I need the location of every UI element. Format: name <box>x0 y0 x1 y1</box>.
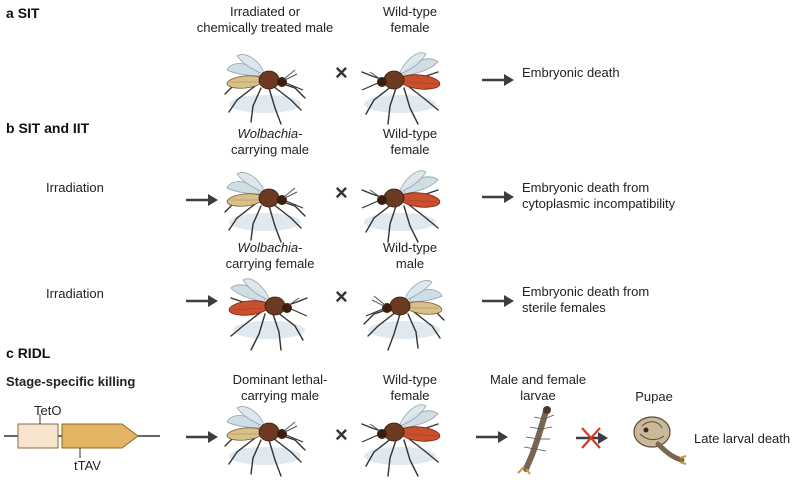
row-a-male-label: Irradiated or chemically treated male <box>196 4 334 35</box>
row-b2-male-mosquito <box>363 279 445 351</box>
row-a-female-label: Wild-type female <box>382 4 438 35</box>
row-b1-female-label: Wild-type female <box>382 126 438 157</box>
row-b2-female-mosquito <box>227 278 308 351</box>
section-a-title: SIT <box>17 5 40 21</box>
row-a-arrow-icon <box>480 72 516 88</box>
section-b-heading: b SIT and IIT <box>6 120 89 136</box>
row-b2-treatment: Irradiation <box>46 286 104 301</box>
row-c-cross-symbol: × <box>335 422 348 447</box>
ttav-arrow-box <box>61 423 139 449</box>
section-b-letter: b <box>6 120 15 136</box>
row-b2-out-arrow-icon <box>480 293 516 309</box>
row-c-male-label: Dominant lethal- carrying male <box>232 372 328 403</box>
teto-box <box>17 423 59 449</box>
blocked-arrow-icon <box>574 427 610 449</box>
row-b1-cross-symbol: × <box>335 180 348 205</box>
row-c-out-arrow-icon <box>474 429 510 445</box>
row-c-male-mosquito <box>224 405 306 477</box>
section-a-letter: a <box>6 5 14 21</box>
row-c-female-mosquito <box>361 404 442 477</box>
row-b1-male-mosquito <box>224 171 306 243</box>
row-a-outcome: Embryonic death <box>522 65 620 80</box>
construct-teto-label: TetO <box>34 403 62 418</box>
pupa-icon <box>633 416 687 465</box>
row-b2-female-label: Wolbachia- carrying female <box>225 240 315 271</box>
genetic-construct-diagram <box>4 414 160 458</box>
red-x-stroke-2 <box>581 427 601 449</box>
larva-icon <box>517 406 555 475</box>
row-b2-outcome: Embryonic death from sterile females <box>522 284 650 315</box>
row-a-cross-symbol: × <box>335 60 348 85</box>
row-b1-outcome: Embryonic death from cytoplasmic incompa… <box>522 180 676 211</box>
row-b1-treatment: Irradiation <box>46 180 104 195</box>
row-b1-male-label: Wolbachia- carrying male <box>230 126 310 157</box>
section-c-title: RIDL <box>17 345 51 361</box>
row-a-male-mosquito <box>224 53 306 125</box>
row-b2-male-label: Wild-type male <box>382 240 438 271</box>
row-c-outcome: Late larval death <box>694 431 791 446</box>
row-b2-cross-symbol: × <box>335 284 348 309</box>
larvae-label: Male and female larvae <box>489 372 587 403</box>
row-b1-female-mosquito <box>361 170 442 243</box>
section-c-heading: c RIDL <box>6 345 50 361</box>
section-c-letter: c <box>6 345 14 361</box>
row-c-in-arrow-icon <box>184 429 220 445</box>
row-b1-out-arrow-icon <box>480 189 516 205</box>
row-b2-in-arrow-icon <box>184 293 220 309</box>
section-b-title: SIT and IIT <box>18 120 90 136</box>
section-a-heading: a SIT <box>6 5 39 21</box>
row-b1-in-arrow-icon <box>184 192 220 208</box>
pupae-label: Pupae <box>635 389 673 404</box>
row-c-female-label: Wild-type female <box>382 372 438 403</box>
row-c-subtitle: Stage-specific killing <box>6 374 136 389</box>
row-a-female-mosquito <box>361 52 442 125</box>
construct-ttav-label: tTAV <box>74 458 101 473</box>
